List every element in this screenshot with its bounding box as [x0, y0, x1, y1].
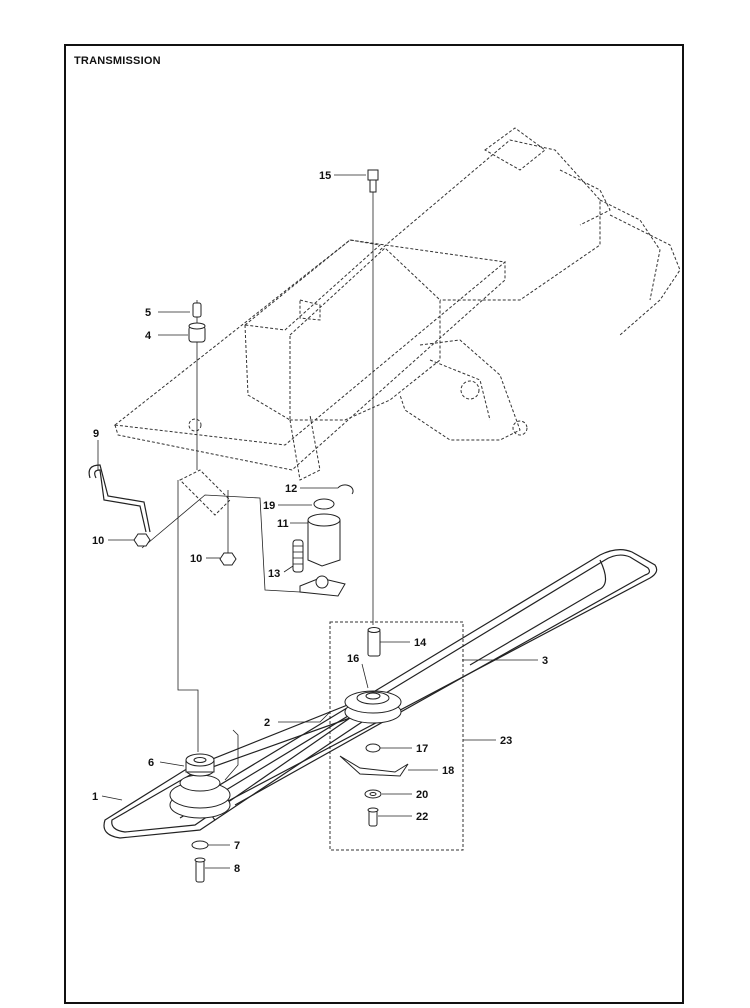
chassis-frame: [113, 127, 681, 516]
washer-7: [191, 840, 209, 850]
cap-19: [313, 498, 335, 510]
belt-3: [174, 549, 658, 821]
nut-10b: [219, 552, 237, 566]
callout-19: 19: [263, 500, 275, 512]
pulley-16: [344, 690, 402, 724]
pin-5: [192, 302, 202, 318]
callout-12: 12: [285, 483, 297, 495]
callout-20: 20: [416, 789, 428, 801]
bolt-22: [367, 807, 379, 827]
callout-18: 18: [442, 765, 454, 777]
callout-labels: 5 4 15 9 10 10 12 19 11 13 14 16 3 2 23 …: [92, 170, 548, 875]
assembly-box-23: [329, 621, 464, 851]
bolt-15: [367, 169, 379, 193]
spring-13: [292, 539, 304, 573]
sleeve-11: [299, 513, 346, 597]
callout-10a: 10: [92, 535, 104, 547]
callout-5: 5: [145, 307, 151, 319]
callout-16: 16: [347, 653, 359, 665]
spacer-14: [367, 627, 381, 657]
callout-7: 7: [234, 840, 240, 852]
nut-10a: [133, 533, 151, 547]
shaft-axis-lines: [141, 188, 374, 752]
callout-11: 11: [277, 518, 289, 530]
callout-14: 14: [414, 637, 427, 649]
bracket-18: [339, 755, 409, 777]
callout-2: 2: [264, 717, 270, 729]
bushing-4: [188, 322, 206, 343]
callout-23: 23: [500, 735, 512, 747]
bolt-8: [194, 857, 206, 883]
pulley-6: [169, 753, 231, 819]
callout-9: 9: [93, 428, 99, 440]
belt-1: [103, 699, 372, 839]
callout-4: 4: [145, 330, 152, 342]
washer-20: [364, 789, 382, 799]
diagram-title: TRANSMISSION: [74, 55, 161, 67]
callout-6: 6: [148, 757, 154, 769]
callout-1: 1: [92, 791, 98, 803]
clip-12: [337, 484, 354, 495]
callout-15: 15: [319, 170, 331, 182]
callout-3: 3: [542, 655, 548, 667]
callout-8: 8: [234, 863, 240, 875]
callout-10b: 10: [190, 553, 202, 565]
callout-13: 13: [268, 568, 280, 580]
callout-22: 22: [416, 811, 428, 823]
callout-leaders: [97, 174, 538, 869]
callout-17: 17: [416, 743, 428, 755]
diagram-frame: [64, 44, 684, 1004]
washer-17: [365, 743, 381, 753]
rod-9: [88, 464, 151, 533]
